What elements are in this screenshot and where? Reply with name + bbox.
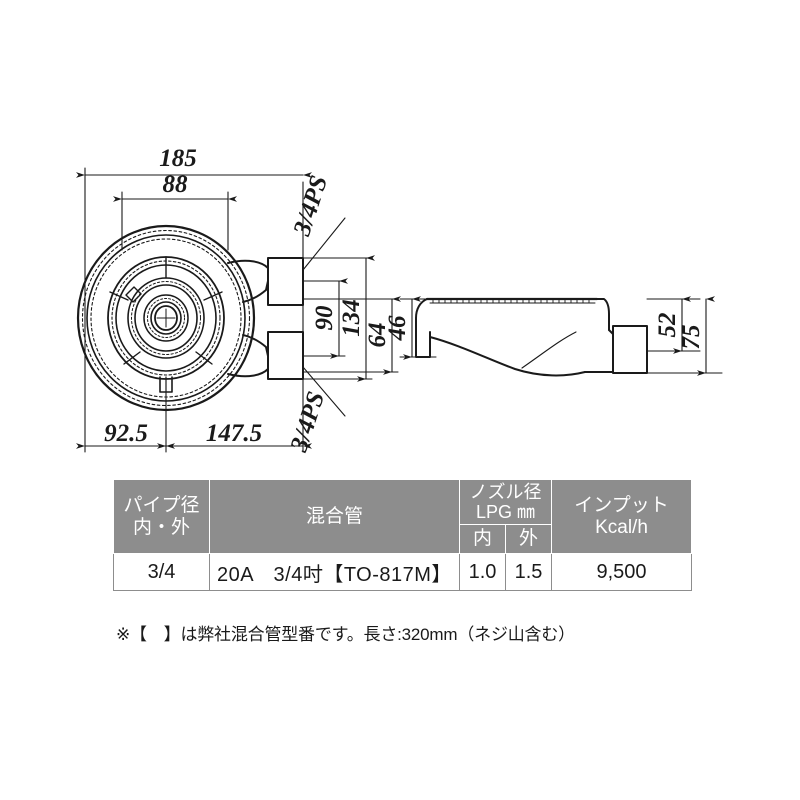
table-row: 3/4 20A 3/4吋【TO-817M】 1.0 1.5 9,500 [113, 553, 692, 591]
dim-185: 185 [159, 145, 197, 172]
burner-side-view-geometry [415, 297, 648, 377]
header-input-line1: インプット [574, 495, 669, 517]
cell-input: 9,500 [551, 553, 692, 591]
technical-drawing: 185 88 92.5 147.5 90 134 64 46 52 75 3/4… [76, 145, 723, 456]
thread-callout-leaders [302, 217, 346, 417]
header-input: インプット Kcal/h [551, 479, 692, 554]
dim-92-5: 92.5 [104, 420, 148, 447]
header-pipe-diameter-line2: 内・外 [132, 516, 190, 538]
header-input-line2: Kcal/h [595, 516, 648, 538]
specification-table: パイプ径 内・外 混合管 ノズル径 LPG ㎜ インプット Kcal/h 内 [113, 479, 692, 591]
table-footnote: ※【 】は弊社混合管型番です。長さ:320mm（ネジ山含む） [116, 625, 575, 644]
dim-134: 134 [338, 299, 365, 337]
burner-top-view-geometry [76, 224, 304, 412]
header-pipe-diameter-line1: パイプ径 [123, 495, 200, 517]
dim-90: 90 [311, 305, 338, 331]
header-mixing-tube: 混合管 [209, 479, 460, 554]
callout-thread-upper: 3/4PS [288, 172, 333, 239]
dimension-lines [76, 167, 723, 453]
dim-88: 88 [163, 171, 189, 198]
cell-mixing-tube: 20A 3/4吋【TO-817M】 [209, 553, 460, 591]
dim-46: 46 [384, 315, 411, 342]
cell-nozzle-inner: 1.0 [459, 553, 506, 591]
header-nozzle-diameter-line2: LPG ㎜ [475, 502, 536, 522]
dim-75: 75 [678, 325, 705, 350]
cell-pipe-diameter: 3/4 [113, 553, 210, 591]
header-nozzle-diameter: ノズル径 LPG ㎜ [459, 479, 552, 525]
dim-147-5: 147.5 [206, 420, 262, 447]
dim-64: 64 [364, 323, 391, 348]
callout-thread-lower: 3/4PS [285, 388, 330, 455]
dim-52: 52 [654, 313, 681, 338]
cell-nozzle-outer: 1.5 [505, 553, 552, 591]
header-nozzle-inner: 内 [459, 524, 506, 554]
header-pipe-diameter: パイプ径 内・外 [113, 479, 210, 554]
header-nozzle-outer: 外 [505, 524, 552, 554]
header-nozzle-diameter-line1: ノズル径 [469, 481, 542, 502]
